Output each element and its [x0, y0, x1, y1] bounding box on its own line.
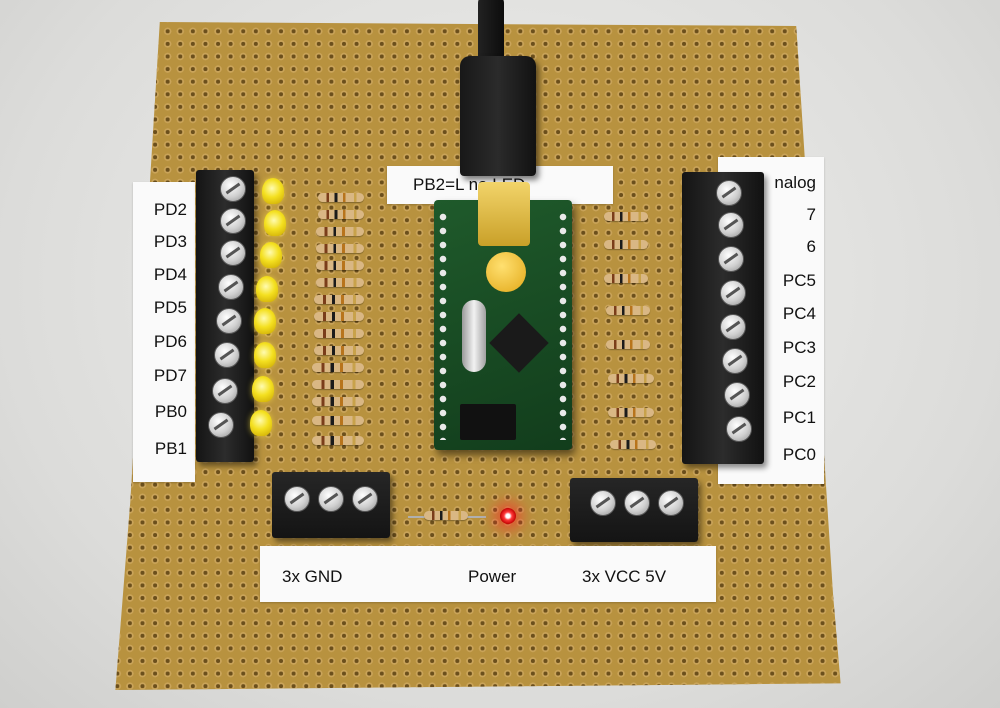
- screw: [720, 280, 746, 306]
- pin-label-pc1: PC1: [782, 408, 816, 427]
- pin-label-7: 7: [806, 205, 816, 224]
- resistor: [312, 397, 364, 406]
- resistor: [608, 408, 654, 417]
- left-terminal-block: [196, 170, 254, 462]
- usb-cable: [478, 0, 504, 65]
- pin-label-pd6: PD6: [153, 332, 187, 351]
- screw: [220, 240, 246, 266]
- screw: [716, 180, 742, 206]
- resistor: [312, 363, 364, 372]
- resistor: [610, 440, 656, 449]
- screw: [214, 342, 240, 368]
- pin-row-left: [438, 210, 448, 440]
- screw: [318, 486, 344, 512]
- pin-label-pb1: PB1: [154, 439, 187, 458]
- yellow-led: [264, 210, 286, 236]
- screw: [590, 490, 616, 516]
- screw: [220, 208, 246, 234]
- screw: [726, 416, 752, 442]
- pin-label-pd3: PD3: [153, 232, 187, 251]
- yellow-led: [260, 242, 282, 268]
- right-terminal-block: [682, 172, 764, 464]
- usb-connector: [478, 182, 530, 246]
- screw: [212, 378, 238, 404]
- screw: [208, 412, 234, 438]
- bottom-label: 3x GND Power 3x VCC 5V: [260, 546, 716, 602]
- resistor: [606, 340, 650, 349]
- screw: [218, 274, 244, 300]
- screw: [658, 490, 684, 516]
- crystal-oscillator: [462, 300, 486, 372]
- resistor: [314, 295, 364, 304]
- pin-label-pc2: PC2: [782, 372, 816, 391]
- pin-label-pc0: PC0: [782, 445, 816, 464]
- resistor: [314, 329, 364, 338]
- gnd-terminal-block: [272, 472, 390, 538]
- pin-label-pc5: PC5: [782, 271, 816, 290]
- screw: [216, 308, 242, 334]
- header-pins: [460, 404, 516, 440]
- capacitor: [486, 252, 526, 292]
- resistor: [316, 278, 364, 287]
- resistor: [604, 274, 648, 283]
- yellow-led: [250, 410, 272, 436]
- resistor: [608, 374, 654, 383]
- pin-label-pd5: PD5: [153, 298, 187, 317]
- resistor: [318, 210, 364, 219]
- pin-row-right: [558, 210, 568, 440]
- screw: [718, 246, 744, 272]
- vcc-terminal-block: [570, 478, 698, 542]
- yellow-led: [254, 342, 276, 368]
- power-label: Power: [468, 567, 517, 586]
- yellow-led: [254, 308, 276, 334]
- pin-label-pc4: PC4: [782, 304, 816, 323]
- screw: [284, 486, 310, 512]
- screw: [724, 382, 750, 408]
- gnd-label: 3x GND: [282, 567, 343, 586]
- resistor: [314, 346, 364, 355]
- vcc-label: 3x VCC 5V: [582, 567, 667, 586]
- pin-label-pb0: PB0: [154, 402, 187, 421]
- resistor: [606, 306, 650, 315]
- pin-label-pd4: PD4: [153, 265, 187, 284]
- resistor: [312, 416, 364, 425]
- screw: [718, 212, 744, 238]
- resistor: [316, 227, 364, 236]
- resistor: [312, 436, 364, 445]
- resistor: [316, 244, 364, 253]
- screw: [624, 490, 650, 516]
- resistor: [314, 312, 364, 321]
- screw: [352, 486, 378, 512]
- resistor: [318, 193, 364, 202]
- pin-label-pc3: PC3: [782, 338, 816, 357]
- pin-label-pd7: PD7: [153, 366, 187, 385]
- pin-label-6: 6: [806, 237, 816, 256]
- pin-label-pd2: PD2: [153, 200, 187, 219]
- power-led: [500, 508, 516, 524]
- yellow-led: [252, 376, 274, 402]
- screw: [720, 314, 746, 340]
- resistor: [604, 240, 648, 249]
- resistor: [316, 261, 364, 270]
- power-resistor: [424, 511, 468, 520]
- resistor: [312, 380, 364, 389]
- pin-label-analog: nalog: [774, 173, 816, 192]
- usb-plug: [460, 56, 536, 176]
- yellow-led: [256, 276, 278, 302]
- screw: [220, 176, 246, 202]
- yellow-led: [262, 178, 284, 204]
- screw: [722, 348, 748, 374]
- left-pin-label-strip: PD2 PD3 PD4 PD5 PD6 PD7 PB0 PB1: [133, 182, 195, 482]
- resistor: [604, 212, 648, 221]
